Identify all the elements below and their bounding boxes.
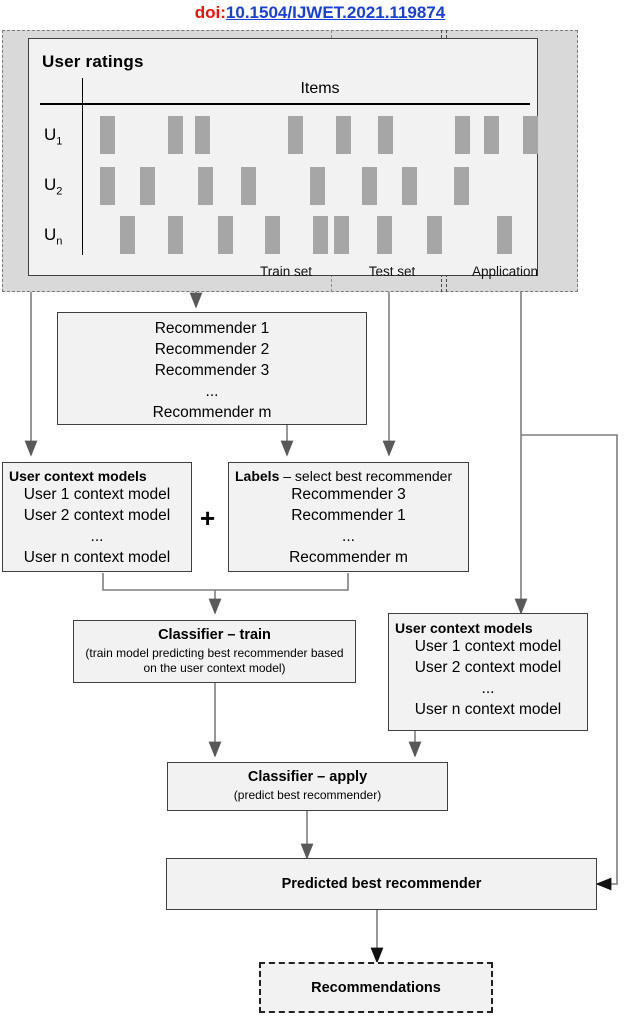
rating-bar bbox=[334, 216, 349, 254]
classifier-apply-subtitle: (predict best recommender) bbox=[233, 788, 382, 802]
matrix-horizontal-axis bbox=[40, 103, 530, 105]
rating-bar bbox=[100, 116, 115, 154]
recommender-ellipsis: ... bbox=[205, 383, 219, 400]
rating-bar bbox=[377, 216, 392, 254]
rating-bar bbox=[484, 116, 499, 154]
rating-bar bbox=[100, 167, 115, 205]
user-context-models-right-box: User context models User 1 context model… bbox=[388, 613, 588, 731]
recommenders-box: Recommender 1 Recommender 2 Recommender … bbox=[57, 312, 367, 425]
rating-bar bbox=[241, 167, 256, 205]
rating-bar bbox=[455, 116, 470, 154]
user-ratings-panel bbox=[28, 38, 538, 276]
rating-bar bbox=[336, 116, 351, 154]
rating-bar bbox=[454, 167, 469, 205]
rating-bar bbox=[218, 216, 233, 254]
predicted-best-recommender-title: Predicted best recommender bbox=[281, 876, 482, 892]
matrix-vertical-axis bbox=[82, 78, 83, 255]
doi-link[interactable]: 10.1504/IJWET.2021.119874 bbox=[225, 3, 446, 22]
user-context-left-line-1: User 1 context model bbox=[23, 486, 171, 503]
rating-bar bbox=[310, 167, 325, 205]
classifier-train-subtitle-2: on the user context model) bbox=[143, 661, 286, 675]
user-context-right-line-n: User n context model bbox=[414, 701, 562, 718]
recommender-line-m: Recommender m bbox=[152, 404, 272, 421]
rating-bar bbox=[362, 167, 377, 205]
recommender-line-2: Recommender 2 bbox=[154, 341, 270, 358]
matrix-title: User ratings bbox=[42, 52, 144, 71]
recommender-line-3: Recommender 3 bbox=[154, 362, 270, 379]
rating-bar bbox=[168, 116, 183, 154]
rating-bar bbox=[427, 216, 442, 254]
user-context-left-line-n: User n context model bbox=[23, 549, 171, 566]
items-axis-label: Items bbox=[300, 80, 340, 97]
plus-operator: + bbox=[200, 503, 216, 533]
rating-bar bbox=[402, 167, 417, 205]
row-label-un: Un bbox=[44, 225, 63, 248]
doi-header: doi:10.1504/IJWET.2021.119874 bbox=[0, 0, 640, 26]
rating-bar bbox=[378, 116, 393, 154]
labels-title-rest: – select best recommender bbox=[279, 468, 453, 484]
labels-ellipsis: ... bbox=[342, 528, 355, 545]
segment-label-application: Application bbox=[471, 264, 539, 279]
labels-line-m: Recommender m bbox=[289, 549, 408, 566]
user-context-right-title: User context models bbox=[395, 620, 533, 636]
labels-box: Labels – select best recommender Recomme… bbox=[228, 462, 469, 572]
user-context-right-line-2: User 2 context model bbox=[414, 659, 562, 676]
rating-bar bbox=[140, 167, 155, 205]
rating-bar bbox=[265, 216, 280, 254]
row-label-u2: U2 bbox=[44, 175, 63, 198]
row-label-u1: U1 bbox=[44, 125, 63, 148]
rating-bar bbox=[168, 216, 183, 254]
classifier-train-box: Classifier – train (train model predicti… bbox=[73, 620, 356, 683]
rating-bar bbox=[120, 216, 135, 254]
classifier-train-subtitle-1: (train model predicting best recommender… bbox=[85, 646, 344, 660]
user-context-right-line-1: User 1 context model bbox=[414, 638, 562, 655]
user-context-left-title: User context models bbox=[9, 468, 147, 484]
segment-label-test: Test set bbox=[368, 264, 416, 279]
rating-bar bbox=[288, 116, 303, 154]
rating-bar bbox=[195, 116, 210, 154]
labels-title-bold: Labels bbox=[235, 468, 280, 484]
labels-line-1: Recommender 3 bbox=[291, 486, 406, 503]
recommender-line-1: Recommender 1 bbox=[154, 320, 270, 337]
labels-line-2: Recommender 1 bbox=[291, 507, 406, 524]
rating-bar bbox=[313, 216, 328, 254]
classifier-train-title: Classifier – train bbox=[158, 627, 271, 643]
recommendations-box: Recommendations bbox=[259, 962, 493, 1013]
rating-bar bbox=[497, 216, 512, 254]
user-context-left-ellipsis: ... bbox=[90, 528, 104, 545]
user-context-left-line-2: User 2 context model bbox=[23, 507, 171, 524]
user-context-models-left-box: User context models User 1 context model… bbox=[2, 462, 192, 572]
segment-label-train: Train set bbox=[259, 264, 313, 279]
recommendations-title: Recommendations bbox=[311, 980, 441, 996]
predicted-best-recommender-box: Predicted best recommender bbox=[166, 858, 597, 910]
user-context-right-ellipsis: ... bbox=[481, 680, 495, 697]
classifier-apply-title: Classifier – apply bbox=[247, 769, 368, 785]
doi-prefix: doi: bbox=[194, 3, 226, 22]
rating-bar bbox=[198, 167, 213, 205]
rating-bar bbox=[523, 116, 538, 154]
classifier-apply-box: Classifier – apply (predict best recomme… bbox=[167, 762, 448, 811]
